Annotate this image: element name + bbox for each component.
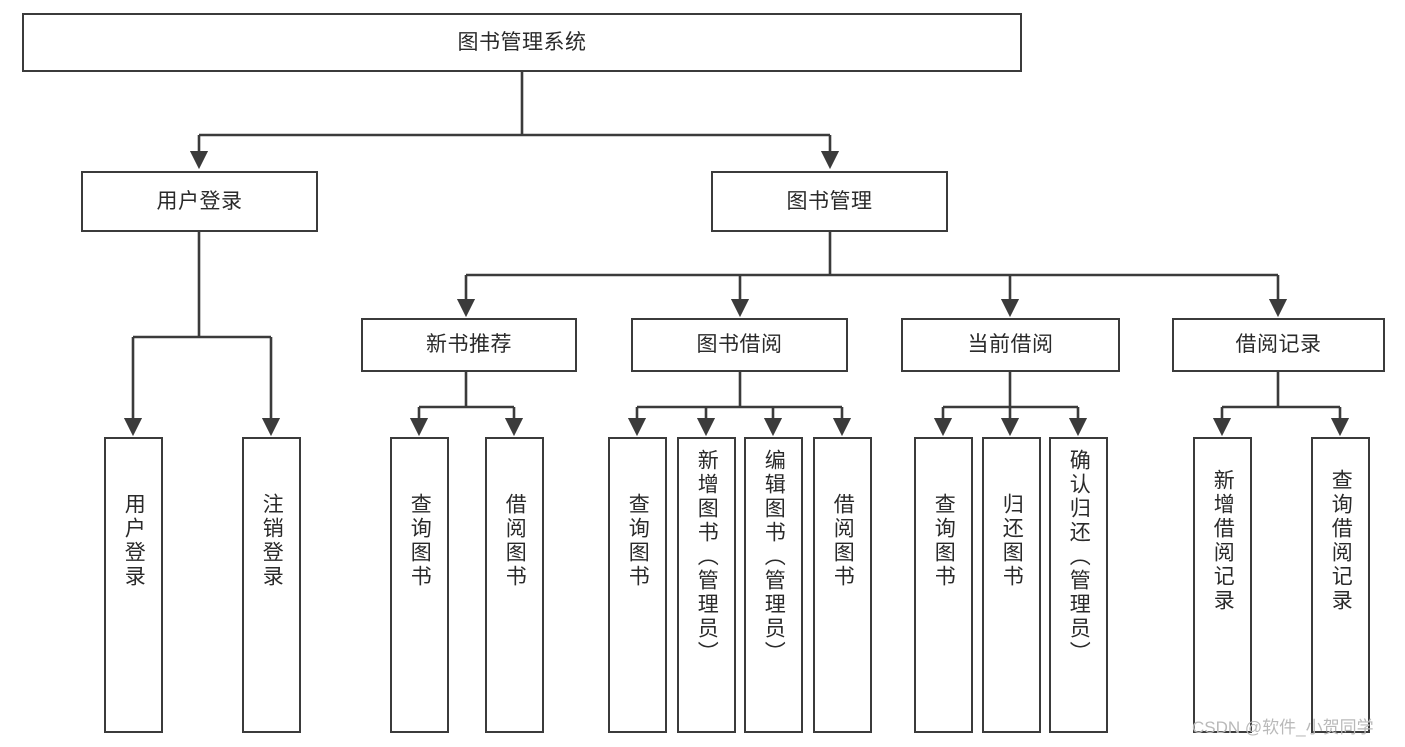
leaf-borrow-borrow-book[interactable]: 借阅图书 xyxy=(813,437,872,733)
node-label: 归还图书 xyxy=(1000,493,1024,589)
node-label: 查询借阅记录 xyxy=(1329,469,1353,613)
node-user-login[interactable]: 用户登录 xyxy=(81,171,318,232)
leaf-current-return-book[interactable]: 归还图书 xyxy=(982,437,1041,733)
node-book-borrow[interactable]: 图书借阅 xyxy=(631,318,848,372)
node-label: 借阅图书 xyxy=(831,493,855,589)
node-label: 注销登录 xyxy=(260,493,284,589)
node-current-borrow[interactable]: 当前借阅 xyxy=(901,318,1120,372)
node-new-book-recommend[interactable]: 新书推荐 xyxy=(361,318,577,372)
leaf-new-book-borrow[interactable]: 借阅图书 xyxy=(485,437,544,733)
node-label: 新增图书（管理员） xyxy=(695,449,719,665)
node-label: 借阅记录 xyxy=(1235,333,1322,357)
node-label: 当前借阅 xyxy=(967,333,1054,357)
node-label: 查询图书 xyxy=(408,493,432,589)
leaf-user-login-logout[interactable]: 注销登录 xyxy=(242,437,301,733)
node-label: 图书借阅 xyxy=(696,333,783,357)
node-label: 借阅图书 xyxy=(503,493,527,589)
node-label: 图书管理 xyxy=(786,189,873,213)
node-label: 用户登录 xyxy=(122,493,146,589)
leaf-borrow-edit-book-admin[interactable]: 编辑图书（管理员） xyxy=(744,437,803,733)
node-label: 查询图书 xyxy=(932,493,956,589)
leaf-borrow-add-book-admin[interactable]: 新增图书（管理员） xyxy=(677,437,736,733)
node-root-system[interactable]: 图书管理系统 xyxy=(22,13,1022,72)
node-label: 新增借阅记录 xyxy=(1211,469,1235,613)
node-borrow-records[interactable]: 借阅记录 xyxy=(1172,318,1385,372)
node-book-management[interactable]: 图书管理 xyxy=(711,171,948,232)
leaf-current-query-book[interactable]: 查询图书 xyxy=(914,437,973,733)
leaf-records-query-record[interactable]: 查询借阅记录 xyxy=(1311,437,1370,733)
leaf-new-book-query[interactable]: 查询图书 xyxy=(390,437,449,733)
leaf-borrow-query-book[interactable]: 查询图书 xyxy=(608,437,667,733)
node-label: 编辑图书（管理员） xyxy=(762,449,786,665)
leaf-user-login-login[interactable]: 用户登录 xyxy=(104,437,163,733)
node-label: 确认归还（管理员） xyxy=(1067,449,1091,665)
node-label: 查询图书 xyxy=(626,493,650,589)
leaf-records-add-record[interactable]: 新增借阅记录 xyxy=(1193,437,1252,733)
node-label: 用户登录 xyxy=(156,189,243,213)
node-label: 图书管理系统 xyxy=(457,30,587,54)
leaf-current-confirm-return-admin[interactable]: 确认归还（管理员） xyxy=(1049,437,1108,733)
node-label: 新书推荐 xyxy=(426,333,512,357)
